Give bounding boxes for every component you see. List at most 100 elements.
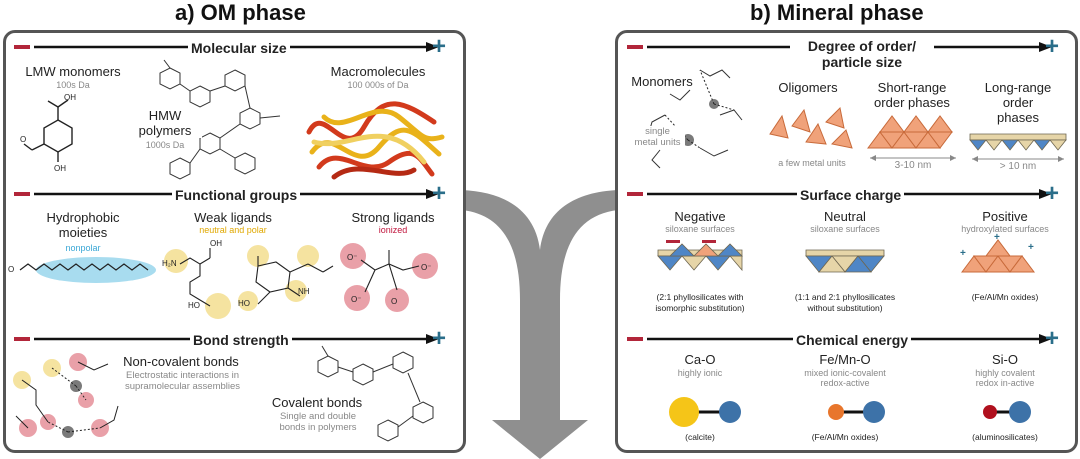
positive-note: (Fe/Al/Mn oxides) <box>971 292 1039 302</box>
row-title-functional-groups: Functional groups <box>172 187 301 203</box>
minus-sign <box>14 45 30 49</box>
short-range-label: Short-range order phases <box>874 80 950 110</box>
oligomer-triangles <box>769 106 853 149</box>
hydrophobic-label: Hydrophobic moieties <box>46 210 120 240</box>
minus-sign <box>627 45 643 49</box>
noncovalent-sub: Electrostatic interactions in supramolec… <box>124 370 241 392</box>
si-o-sub: highly covalent redox in-active <box>975 368 1035 388</box>
om-panel-title: a) OM phase <box>175 0 306 25</box>
hmw-da: 1000s Da <box>135 140 195 150</box>
plus-sign: + <box>432 325 447 352</box>
hmw-label: HMW polymers <box>128 108 202 138</box>
svg-text:O: O <box>8 265 14 274</box>
short-range-dimension <box>870 155 956 161</box>
hydrophobic-chain: O <box>8 257 156 283</box>
si-o-note: (aluminosilicates) <box>972 432 1038 442</box>
strong-ligands-label: Strong ligands <box>351 210 435 225</box>
noncovalent-assembly <box>13 353 119 438</box>
svg-text:O⁻: O⁻ <box>351 295 361 304</box>
fe-mn-o-bond-model <box>828 401 885 423</box>
minus-sign <box>14 192 30 196</box>
weak-ligands-sub: neutral and polar <box>199 225 267 235</box>
row-title-surface-charge: Surface charge <box>797 187 905 203</box>
svg-text:O: O <box>391 297 397 306</box>
row-title-bond-strength: Bond strength <box>190 332 292 348</box>
ca-o-label: Ca-O <box>684 352 716 367</box>
positive-sub: hydroxylated surfaces <box>961 224 1049 234</box>
svg-text:+: + <box>1028 242 1034 253</box>
positive-label: Positive <box>982 209 1028 224</box>
svg-text:OH: OH <box>210 239 222 248</box>
row-title-chemical-energy: Chemical energy <box>793 332 912 348</box>
lmw-label: LMW monomers <box>25 64 121 79</box>
short-range-lattice <box>867 115 953 149</box>
neutral-note: (1:1 and 2:1 phyllosilicates without sub… <box>794 292 896 313</box>
hydrophobic-sub: nonpolar <box>65 243 101 253</box>
ca-o-note: (calcite) <box>685 432 715 442</box>
svg-text:HO: HO <box>188 301 200 310</box>
long-range-label: Long-range order phases <box>984 80 1052 125</box>
macromolecules-label: Macromolecules <box>330 64 426 79</box>
row-title-molecular-size: Molecular size <box>188 40 290 56</box>
svg-text:OH: OH <box>54 164 66 173</box>
mineral-panel <box>615 30 1078 453</box>
strong-ligands-sub: ionized <box>378 225 408 235</box>
long-range-size: > 10 nm <box>999 161 1037 172</box>
short-range-size: 3-10 nm <box>894 160 932 171</box>
weak-ligands-label: Weak ligands <box>194 210 272 225</box>
lmw-da: 100s Da <box>56 80 90 90</box>
plus-sign: + <box>432 33 447 60</box>
si-o-bond-model <box>983 401 1031 423</box>
neutral-sub: siloxane surfaces <box>810 224 880 234</box>
minus-sign <box>627 192 643 196</box>
neutral-layer <box>805 249 885 273</box>
monomers-sub: single metal units <box>630 126 685 148</box>
oligomers-label: Oligomers <box>778 80 838 95</box>
svg-text:O: O <box>20 135 26 144</box>
mineral-panel-title: b) Mineral phase <box>750 0 924 25</box>
svg-text:+: + <box>994 232 1000 243</box>
weak-ligand-molecules: H₂N OH HO HO NH <box>162 239 334 319</box>
fe-mn-o-note: (Fe/Al/Mn oxides) <box>811 432 879 442</box>
long-range-dimension <box>972 156 1064 162</box>
noncovalent-label: Non-covalent bonds <box>123 354 239 369</box>
plus-sign: + <box>1045 33 1060 60</box>
negative-note: (2:1 phyllosilicates with isomorphic sub… <box>655 292 745 313</box>
row-title-degree-of-order: Degree of order/ particle size <box>790 38 934 70</box>
lmw-molecule: OH OH O <box>20 93 76 173</box>
svg-text:H₂N: H₂N <box>162 259 177 268</box>
oligomers-sub: a few metal units <box>778 158 846 168</box>
plus-sign: + <box>432 180 447 207</box>
svg-text:O⁻: O⁻ <box>421 263 431 272</box>
si-o-label: Si-O <box>992 352 1018 367</box>
plus-sign: + <box>1045 180 1060 207</box>
positive-layer: + + + <box>960 232 1035 273</box>
macro-da: 100 000s of Da <box>347 80 409 90</box>
covalent-polymer-molecule <box>317 345 434 442</box>
ca-o-sub: highly ionic <box>677 368 723 378</box>
svg-text:HO: HO <box>238 299 250 308</box>
negative-sub: siloxane surfaces <box>665 224 735 234</box>
negative-label: Negative <box>674 209 726 224</box>
monomer-complexes <box>647 69 743 169</box>
svg-text:+: + <box>960 248 966 259</box>
long-range-lattice <box>969 133 1067 151</box>
negative-layer <box>657 240 743 272</box>
hmw-polymer-molecule <box>159 59 281 180</box>
minus-sign <box>627 337 643 341</box>
monomers-label: Monomers <box>631 74 693 89</box>
ca-o-bond-model <box>669 397 741 427</box>
covalent-label: Covalent bonds <box>262 395 372 410</box>
protein-ribbon <box>306 101 445 180</box>
svg-text:O⁻: O⁻ <box>347 253 357 262</box>
svg-text:OH: OH <box>64 93 76 102</box>
neutral-label: Neutral <box>824 209 866 224</box>
fe-mn-o-label: Fe/Mn-O <box>819 352 871 367</box>
svg-text:NH: NH <box>298 287 310 296</box>
minus-sign <box>14 337 30 341</box>
fe-mn-o-sub: mixed ionic-covalent redox-active <box>804 368 886 388</box>
covalent-sub: Single and double bonds in polymers <box>268 411 368 433</box>
plus-sign: + <box>1045 325 1060 352</box>
